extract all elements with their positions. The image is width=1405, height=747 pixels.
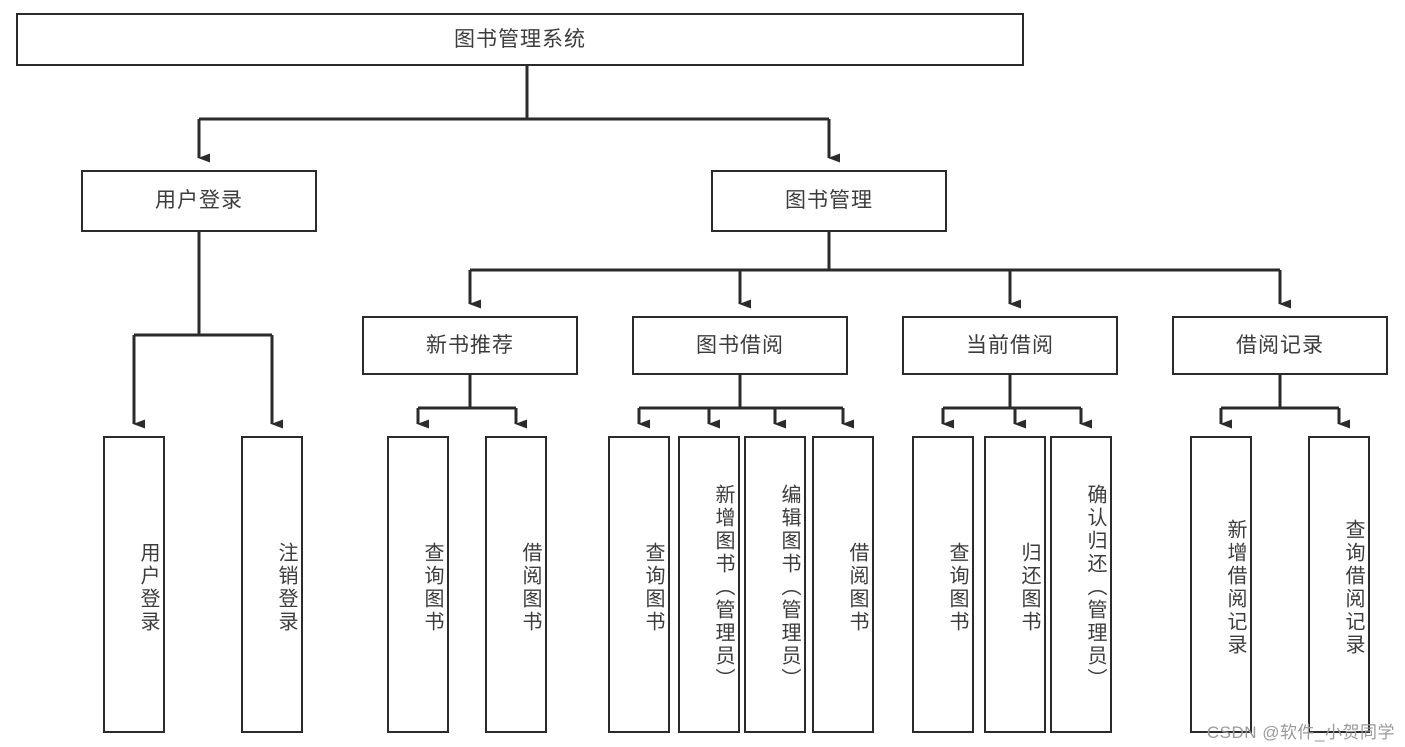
node-label: 图书管理 [785, 189, 873, 213]
node-label: 确认归还（管理员） [1084, 484, 1106, 691]
node-label: 查询图书 [642, 541, 664, 634]
node-l5[interactable]: 查询图书 [608, 436, 670, 733]
node-label: 借阅图书 [519, 541, 541, 634]
node-label: 查询图书 [421, 541, 443, 634]
node-l7[interactable]: 编辑图书（管理员） [744, 436, 806, 733]
node-records[interactable]: 借阅记录 [1172, 316, 1388, 375]
node-label: 归还图书 [1018, 541, 1040, 634]
node-label: 新书推荐 [426, 333, 514, 357]
node-label: 用户登录 [155, 189, 243, 213]
node-l8[interactable]: 借阅图书 [812, 436, 874, 733]
node-label: 借阅图书 [846, 541, 868, 634]
watermark-text: CSDN @软件_小贺同学 [1206, 723, 1395, 742]
node-l2[interactable]: 注销登录 [241, 436, 303, 733]
node-label: 图书借阅 [696, 333, 784, 357]
node-label: 编辑图书（管理员） [778, 484, 800, 691]
node-bookmgmt[interactable]: 图书管理 [711, 170, 947, 232]
node-l13[interactable]: 查询借阅记录 [1308, 436, 1370, 733]
node-label: 查询图书 [946, 541, 968, 634]
node-l12[interactable]: 新增借阅记录 [1190, 436, 1252, 733]
node-current[interactable]: 当前借阅 [902, 316, 1118, 375]
node-label: 新增借阅记录 [1224, 518, 1246, 657]
node-label: 查询借阅记录 [1342, 518, 1364, 657]
node-l10[interactable]: 归还图书 [984, 436, 1046, 733]
node-l3[interactable]: 查询图书 [387, 436, 449, 733]
node-label: 注销登录 [275, 541, 297, 634]
node-l4[interactable]: 借阅图书 [485, 436, 547, 733]
node-label: 新增图书（管理员） [712, 484, 734, 691]
node-l11[interactable]: 确认归还（管理员） [1050, 436, 1112, 733]
node-label: 借阅记录 [1236, 333, 1324, 357]
node-borrow[interactable]: 图书借阅 [632, 316, 848, 375]
node-label: 当前借阅 [966, 333, 1054, 357]
node-root[interactable]: 图书管理系统 [16, 13, 1024, 66]
node-label: 用户登录 [137, 541, 159, 634]
node-label: 图书管理系统 [454, 27, 586, 51]
node-login[interactable]: 用户登录 [81, 170, 317, 232]
node-l6[interactable]: 新增图书（管理员） [678, 436, 740, 733]
node-newbook[interactable]: 新书推荐 [362, 316, 578, 375]
node-l1[interactable]: 用户登录 [103, 436, 165, 733]
node-l9[interactable]: 查询图书 [912, 436, 974, 733]
